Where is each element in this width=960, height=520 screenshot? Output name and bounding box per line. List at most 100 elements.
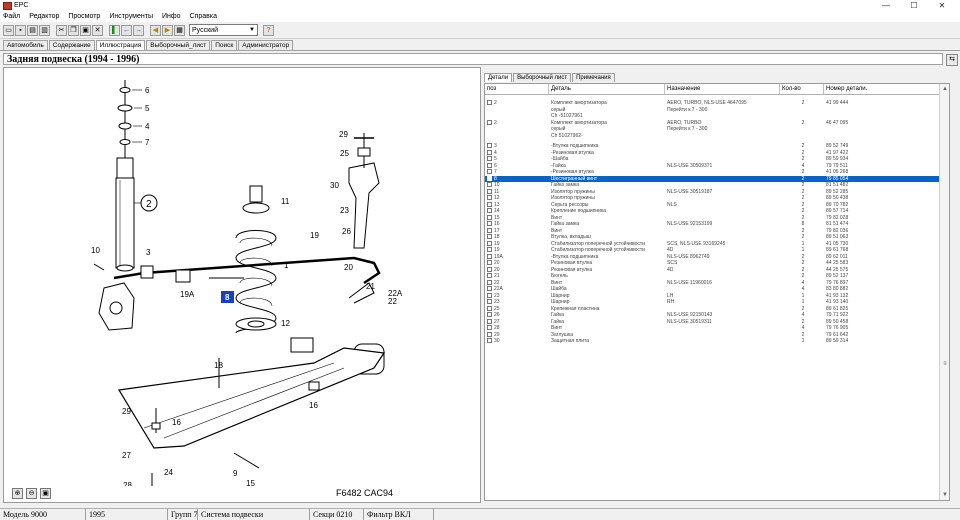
callout-27[interactable]: 27 bbox=[122, 451, 131, 460]
callout-19a[interactable]: 19A bbox=[180, 290, 195, 299]
row-checkbox[interactable] bbox=[487, 318, 492, 324]
callout-6[interactable]: 6 bbox=[145, 86, 150, 95]
tab-selection-list-right[interactable]: Выборочный лист bbox=[513, 73, 572, 82]
row-checkbox[interactable] bbox=[487, 208, 492, 213]
row-checkbox[interactable] bbox=[487, 175, 492, 181]
zoom-fit-icon[interactable]: ▣ bbox=[40, 488, 51, 499]
export-icon[interactable]: ⇆ bbox=[946, 54, 958, 66]
row-checkbox[interactable] bbox=[487, 253, 492, 259]
tab-notes[interactable]: Примечания bbox=[572, 73, 615, 82]
close-button[interactable]: ✕ bbox=[938, 1, 946, 10]
callout-1[interactable]: 1 bbox=[284, 261, 289, 270]
menu-file[interactable]: Файл bbox=[3, 13, 21, 20]
row-checkbox[interactable] bbox=[487, 169, 492, 174]
callout-30[interactable]: 30 bbox=[330, 181, 339, 190]
row-checkbox[interactable] bbox=[487, 273, 492, 278]
callout-20[interactable]: 20 bbox=[344, 263, 353, 272]
callout-23[interactable]: 23 bbox=[340, 206, 349, 215]
row-checkbox[interactable] bbox=[487, 221, 492, 226]
row-checkbox[interactable] bbox=[487, 338, 492, 343]
row-checkbox[interactable] bbox=[487, 266, 492, 272]
image-icon[interactable]: ▦ bbox=[174, 24, 185, 36]
new-icon[interactable]: ▭ bbox=[3, 24, 14, 36]
zoom-in-icon[interactable]: ⊕ bbox=[12, 488, 23, 499]
nav-next-icon[interactable]: ▶ bbox=[162, 24, 173, 36]
callout-24[interactable]: 24 bbox=[164, 468, 173, 477]
callout-25[interactable]: 25 bbox=[340, 149, 349, 158]
callout-28[interactable]: 28 bbox=[123, 481, 132, 486]
row-checkbox[interactable] bbox=[487, 325, 492, 330]
nav-prev-icon[interactable]: ◀ bbox=[150, 24, 161, 36]
highlighted-callout-8[interactable]: 8 bbox=[225, 293, 230, 302]
maximize-button[interactable]: ☐ bbox=[910, 1, 918, 10]
tab-illustration[interactable]: Иллюстрация bbox=[95, 40, 146, 50]
callout-29-top[interactable]: 29 bbox=[339, 130, 348, 139]
callout-21[interactable]: 21 bbox=[366, 282, 375, 291]
help-icon[interactable]: ? bbox=[263, 24, 274, 36]
menu-view[interactable]: Просмотр bbox=[68, 13, 101, 20]
save-icon[interactable]: ▪ bbox=[15, 24, 26, 36]
row-checkbox[interactable] bbox=[487, 305, 492, 311]
row-checkbox[interactable] bbox=[487, 234, 492, 239]
tab-vehicle[interactable]: Автомобиль bbox=[3, 40, 48, 50]
row-checkbox[interactable] bbox=[487, 227, 492, 233]
row-checkbox[interactable] bbox=[487, 162, 492, 168]
row-checkbox[interactable] bbox=[487, 119, 492, 125]
row-checkbox[interactable] bbox=[487, 188, 492, 194]
row-checkbox[interactable] bbox=[487, 312, 492, 317]
minimize-button[interactable]: — bbox=[882, 1, 890, 10]
tab-details[interactable]: Детали bbox=[484, 73, 513, 82]
callout-16-right[interactable]: 16 bbox=[309, 401, 318, 410]
row-checkbox[interactable] bbox=[487, 195, 492, 200]
row-checkbox[interactable] bbox=[487, 182, 492, 187]
col-detail[interactable]: Деталь bbox=[549, 84, 665, 94]
tab-search[interactable]: Поиск bbox=[211, 40, 238, 50]
callout-16-left[interactable]: 16 bbox=[172, 418, 181, 427]
callout-4[interactable]: 4 bbox=[145, 122, 150, 131]
callout-19[interactable]: 19 bbox=[310, 231, 319, 240]
row-checkbox[interactable] bbox=[487, 143, 492, 148]
row-checkbox[interactable] bbox=[487, 247, 492, 252]
delete-icon[interactable]: ✕ bbox=[92, 24, 103, 36]
row-checkbox[interactable] bbox=[487, 260, 492, 265]
row-checkbox[interactable] bbox=[487, 299, 492, 304]
menu-edit[interactable]: Редактор bbox=[29, 13, 60, 20]
scroll-up-icon[interactable]: ▲ bbox=[942, 86, 948, 92]
col-qty[interactable]: Кол-во bbox=[780, 84, 824, 94]
callout-2[interactable]: 2 bbox=[146, 199, 152, 210]
table-scrollbar[interactable]: ▲ ≡ ▼ bbox=[939, 84, 949, 500]
forward-arrow-icon[interactable]: → bbox=[133, 24, 144, 36]
go-start-icon[interactable]: ▌ bbox=[109, 24, 120, 36]
table-row[interactable]: Ch -51027961 bbox=[485, 113, 940, 120]
suspension-illustration[interactable]: 6 5 4 7 2 10 3 19A 11 19 1 8 12 29 25 30… bbox=[4, 68, 480, 486]
row-checkbox[interactable] bbox=[487, 149, 492, 155]
zoom-out-icon[interactable]: ⊖ bbox=[26, 488, 37, 499]
language-select[interactable]: Русский ▼ bbox=[189, 24, 258, 36]
row-checkbox[interactable] bbox=[487, 156, 492, 161]
callout-15[interactable]: 15 bbox=[246, 479, 255, 486]
callout-22[interactable]: 22 bbox=[388, 297, 397, 306]
